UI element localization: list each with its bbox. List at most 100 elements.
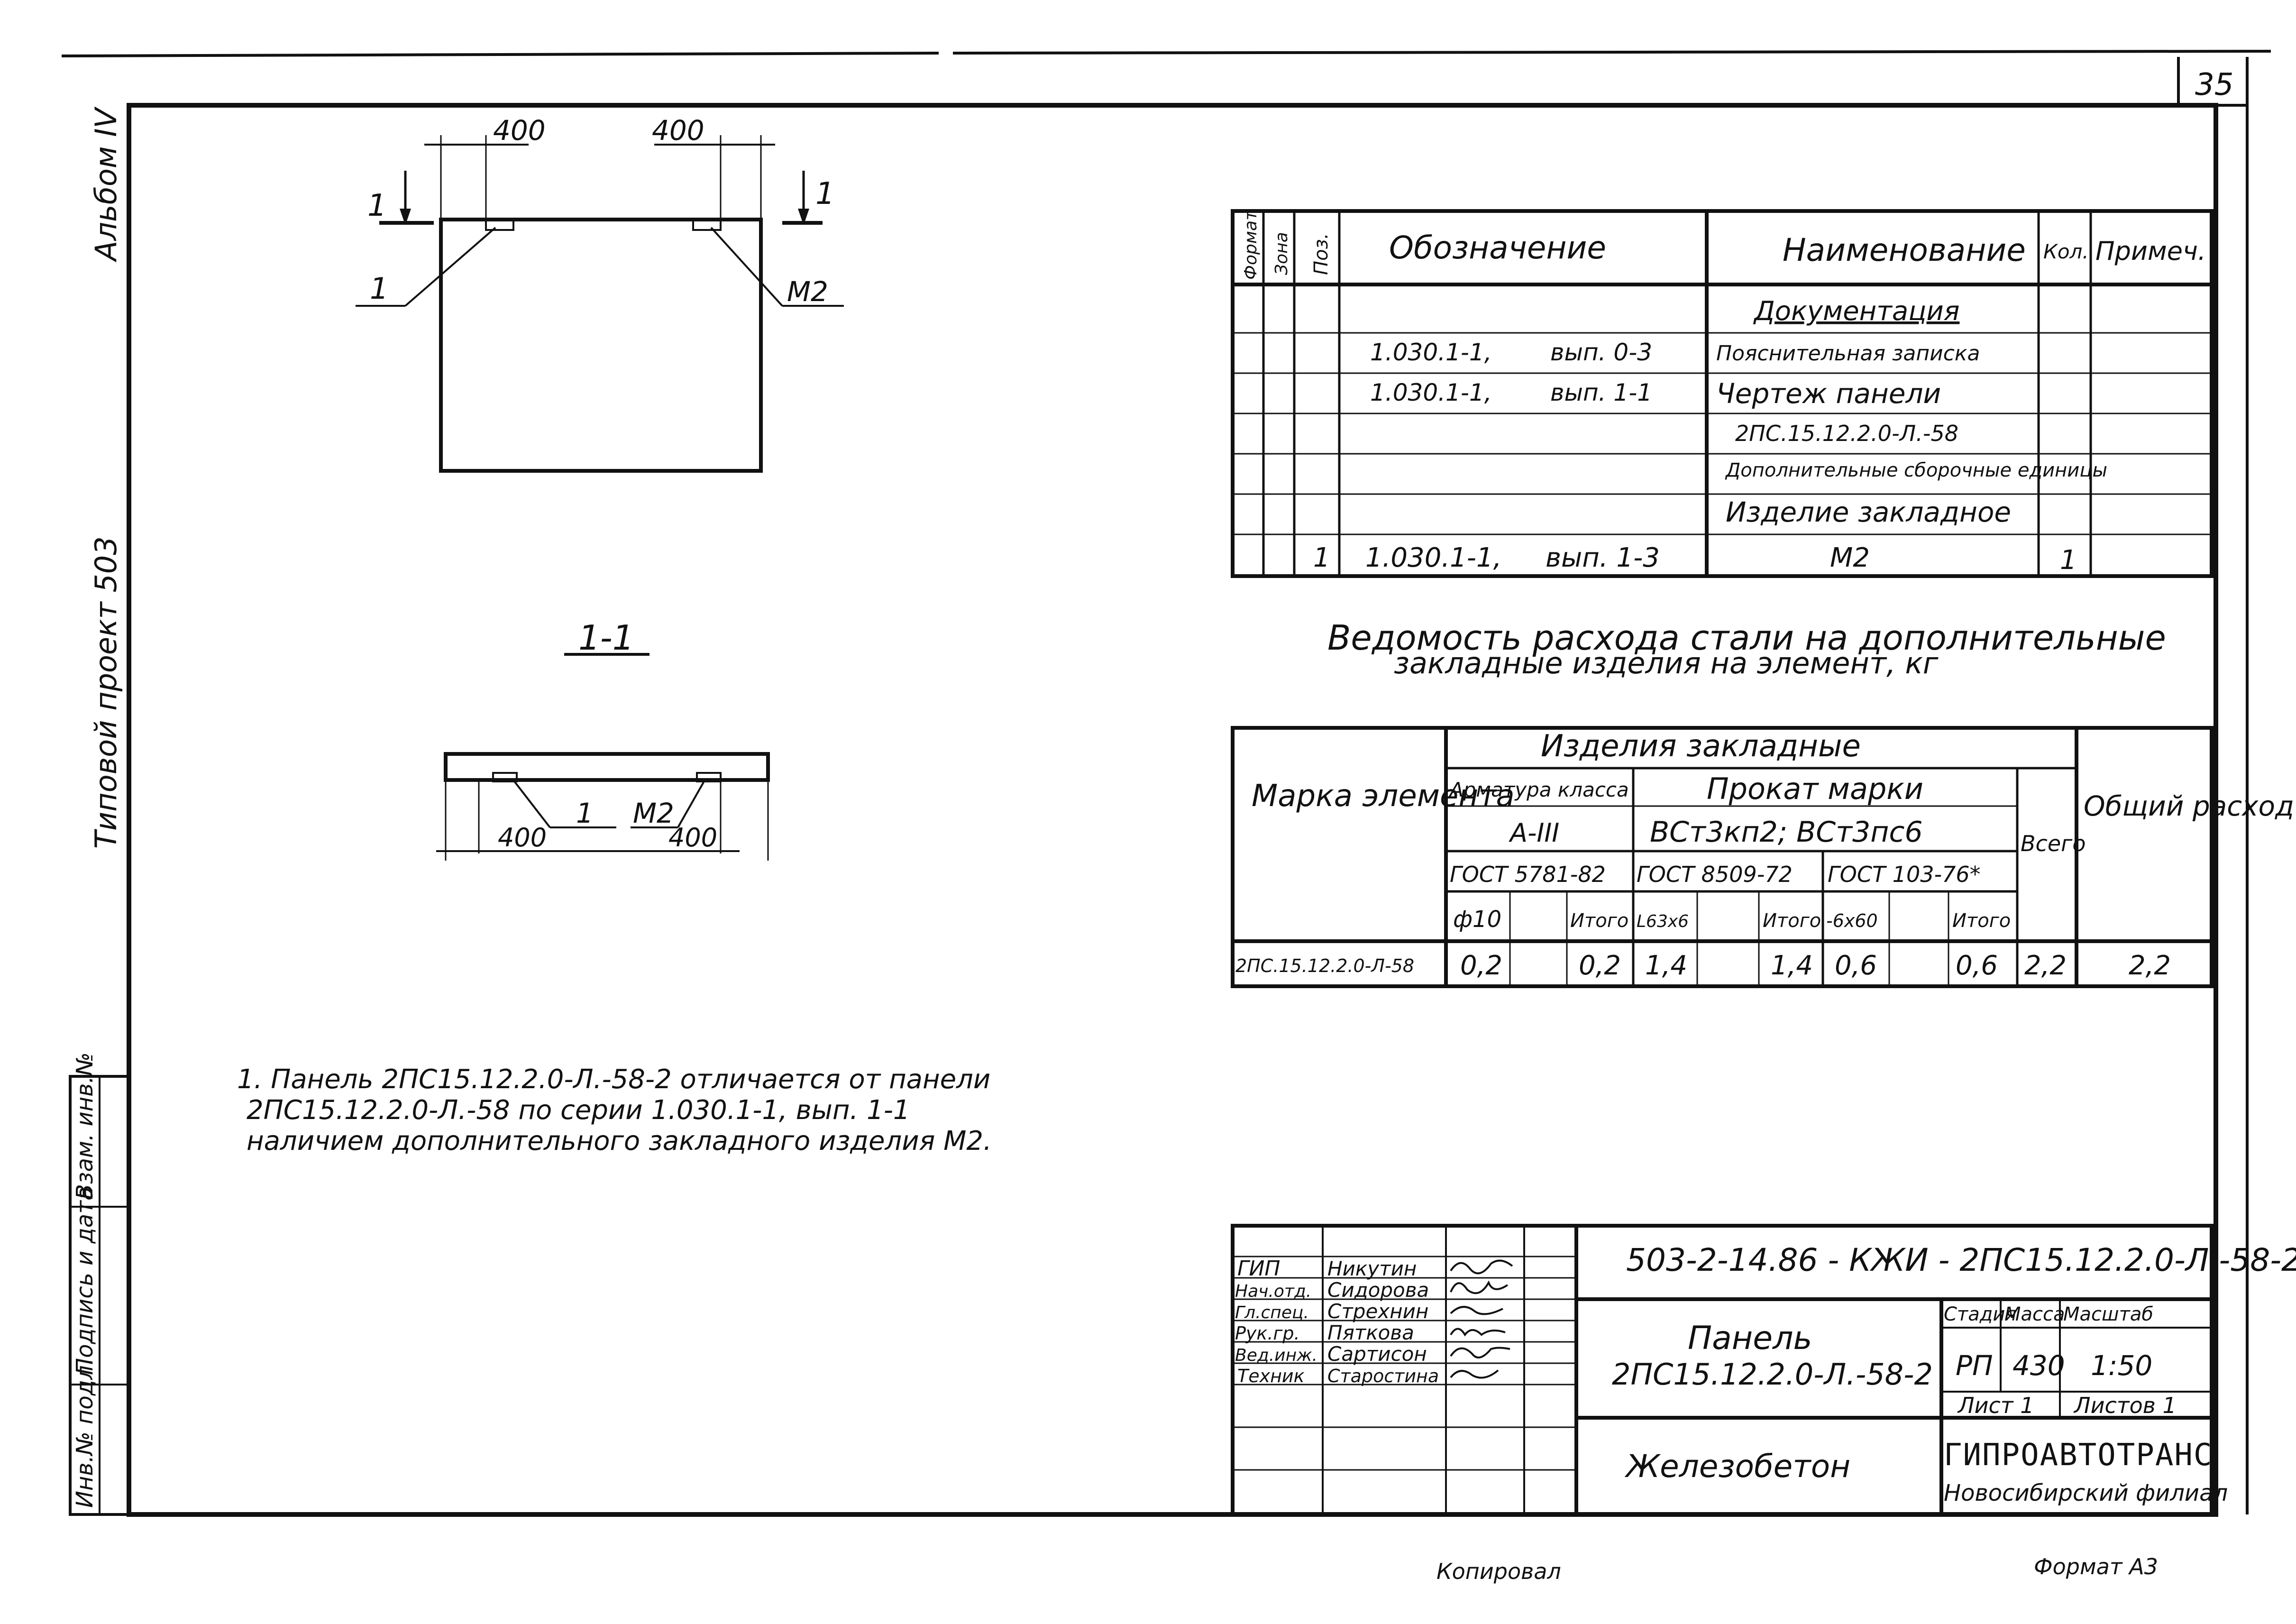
callout-m2: М2 [787,275,828,308]
note-line-2: 2ПС15.12.2.0-Л.-58 по серии 1.030.1-1, в… [247,1095,910,1126]
signer-role: Рук.гр. [1235,1323,1300,1344]
spec-row-name: 2ПС.15.12.2.0-Л.-58 [1735,421,1958,446]
stage-value: РП [1956,1349,1993,1382]
side-field-signature: Подпись и дата [72,1186,98,1375]
steel-sub-header: L63х6 [1637,912,1689,931]
spec-row-name: Изделие закладное [1726,496,2011,528]
steel-header-total: Общий расход [2084,790,2294,822]
signer-role: ГИП [1237,1257,1281,1281]
steel-table: Марка элемента Изделия закладные Арматур… [1231,726,2294,988]
signer-name: Стрехнин [1327,1300,1428,1323]
spec-row-vyp: вып. 0-3 [1550,339,1652,366]
steel-gost-3: ГОСТ 103-76* [1828,862,1981,887]
steel-row-vsego: 2,2 [2024,950,2067,981]
org-name: ГИПРОАВТОТРАНС [1944,1438,2213,1473]
cut-label-right: 1 [815,176,835,211]
spec-row-name: Дополнительные сборочные единицы [1725,459,2107,481]
project-label: Типовой проект 503 [89,536,123,849]
item-name-1: Панель [1688,1320,1812,1357]
steel-row-value: 1,4 [1645,950,1687,981]
plan-view: 400 400 1 1 1 М2 [356,114,844,473]
plan-dim-right: 400 [652,114,704,147]
mass-value: 430 [2012,1349,2065,1382]
steel-row-marka: 2ПС.15.12.2.0-Л-58 [1235,955,1414,976]
steel-row-total: 2,2 [2129,950,2171,981]
spec-row-name: Чертеж панели [1716,377,1941,410]
steel-gost-1: ГОСТ 5781-82 [1450,862,1606,887]
steel-sub-header: Итого [1570,910,1628,932]
steel-row-value: 0,6 [1956,950,1998,981]
steel-header-group: Изделия закладные [1541,729,1861,764]
spec-header-note: Примеч. [2095,236,2206,266]
sheet-number: 35 [2195,67,2233,102]
branch-name: Новосибирский филиал [1944,1480,2228,1506]
spec-row-code: 1.030.1-1, [1365,542,1501,573]
signer-name: Никутин [1327,1257,1417,1280]
steel-row-value: 0,2 [1460,950,1502,981]
sheet-label: Лист 1 [1957,1393,2034,1418]
spec-header-format: Формат [1241,210,1261,280]
steel-row-value: 0,6 [1835,950,1877,981]
signer-name: Пяткова [1327,1321,1414,1344]
spec-row-vyp: вып. 1-3 [1546,542,1660,573]
note: 1. Панель 2ПС15.12.2.0-Л.-58-2 отличаетс… [237,1064,992,1156]
signer-role: Гл.спец. [1235,1303,1309,1322]
spec-row-name: Пояснительная записка [1716,341,1980,366]
album-label: Альбом IV [89,106,123,263]
spec-table: Формат Зона Поз. Обозначение Наименовани… [1231,209,2214,578]
steel-row-value: 0,2 [1579,950,1621,981]
steel-row-value: 1,4 [1771,950,1813,981]
spec-header-zone: Зона [1272,232,1291,275]
signer-name: Старостина [1327,1366,1439,1386]
signer-role: Нач.отд. [1235,1282,1311,1301]
spec-header-name: Наименование [1783,232,2026,268]
plan-dim-left: 400 [493,114,546,147]
signatures [1450,1259,1513,1379]
note-line-1: 1. Панель 2ПС15.12.2.0-Л.-58-2 отличаетс… [237,1064,990,1095]
section-dim-right: 400 [668,823,717,853]
signer-role: Вед.инж. [1235,1346,1317,1365]
spec-header-pos: Поз. [1310,233,1332,275]
steel-gost-2: ГОСТ 8509-72 [1637,862,1793,887]
side-stamp: Инв.№ подл. Подпись и дата Взам. инв.№ А… [69,106,130,1516]
cut-label-left: 1 [367,188,387,223]
steel-header-armatura: Арматура класса [1448,778,1629,801]
spec-header-designation: Обозначение [1389,229,1606,266]
material: Железобетон [1624,1448,1850,1485]
spec-row-name: Документация [1753,296,1959,327]
steel-sub-header: Итого [1952,910,2011,932]
footer-copied: Копировал [1436,1559,1561,1584]
spec-row-code: 1.030.1-1, [1370,379,1492,406]
section-title: 1-1 [578,618,634,658]
footer-format: Формат А3 [2034,1554,2158,1579]
signer-name: Сартисон [1327,1342,1427,1366]
item-name-2: 2ПС15.12.2.0-Л.-58-2 [1612,1357,1933,1392]
steel-table-title-1: Ведомость расхода стали на дополнительны… [1327,618,2166,658]
section-view: 1-1 1 М2 400 400 [436,618,770,861]
scale-value: 1:50 [2091,1349,2152,1382]
spec-header-qty: Кол. [2043,240,2089,263]
note-line-3: наличием дополнительного закладного изде… [247,1126,992,1156]
steel-header-vsego: Всего [2021,831,2086,856]
stage-label: Стадия [1944,1303,2016,1325]
section-callout-m2: М2 [633,797,674,829]
steel-header-marka: Марка элемента [1252,779,1515,814]
spec-row-pos: 1 [1313,542,1330,573]
steel-sub-header: Итого [1763,910,1821,932]
steel-header-prokat: Прокат марки [1707,771,1923,806]
steel-header-armatura-class: А-III [1509,818,1559,848]
side-field-inv: Инв.№ подл. [72,1358,98,1508]
mass-label: Масса [2004,1303,2065,1325]
spec-row-code: 1.030.1-1, [1370,339,1492,366]
section-callout-1: 1 [576,797,594,829]
steel-sub-header: ф10 [1453,906,1501,933]
spec-row-qty: 1 [2060,545,2077,576]
sheets-label: Листов 1 [2073,1393,2177,1418]
steel-table-title-2: закладные изделия на элемент, кг [1394,646,1939,680]
steel-header-prokat-marks: ВСт3кп2; ВСт3пс6 [1650,816,1923,849]
doc-code: 503-2-14.86 - КЖИ - 2ПС15.12.2.0-Л.-58-2 [1626,1242,2296,1278]
title-block: ГИП Никутин Нач.отд. Сидорова Гл.спец. С… [1231,1224,2296,1516]
steel-sub-header: -6х60 [1826,910,1878,931]
side-field-replacement: Взам. инв.№ [72,1052,98,1200]
